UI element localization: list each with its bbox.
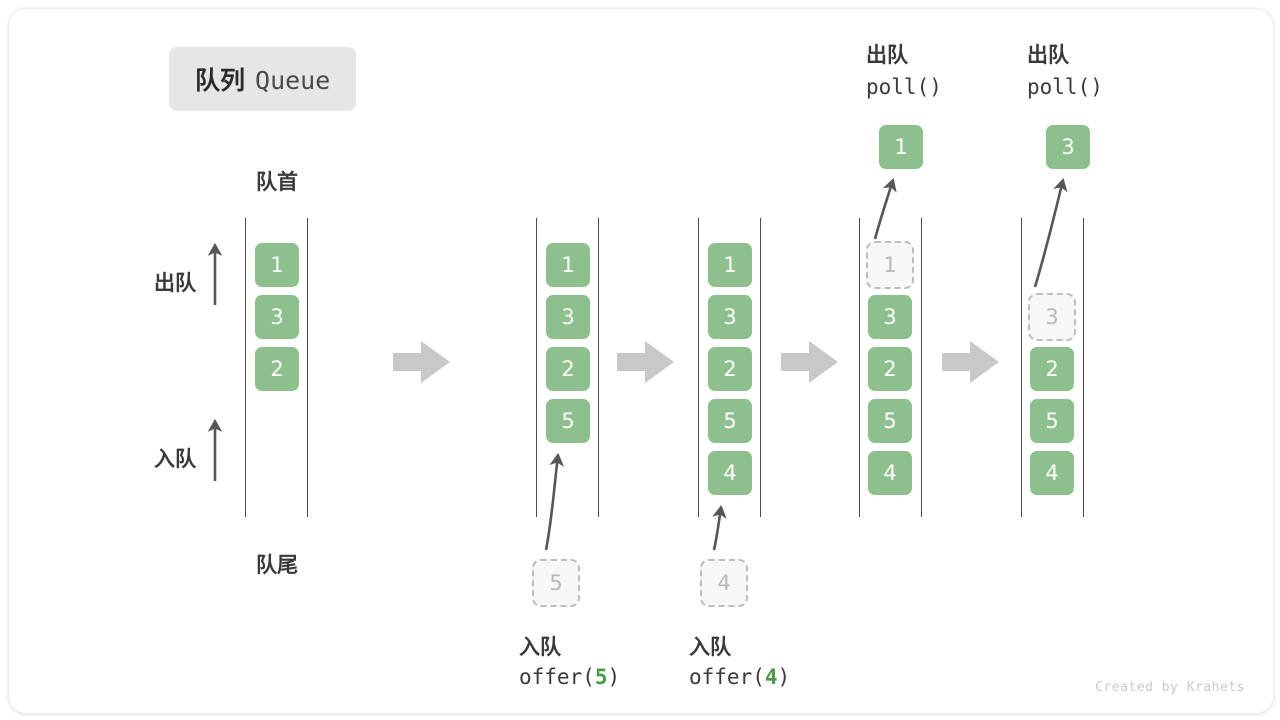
dequeue-op-call: poll() [866, 75, 942, 99]
transition-arrow-3 [781, 341, 838, 383]
queue-cell: 4 [1028, 449, 1076, 497]
queue-cell: 1 [706, 241, 754, 289]
queue-rail-left-5 [1021, 218, 1022, 517]
queue-cell: 3 [866, 293, 914, 341]
call-suffix: ) [777, 665, 791, 689]
call-prefix: offer( [519, 665, 595, 689]
dequeue-side-label: 出队 [154, 271, 196, 295]
queue-cell: 2 [866, 345, 914, 393]
queue-rail-right-4 [921, 218, 922, 517]
enqueue-op-label: 入队 [689, 635, 731, 659]
dequeue-extract-arrow-1 [873, 178, 897, 240]
call-value: 5 [594, 665, 608, 689]
incoming-ghost-cell: 4 [700, 559, 748, 607]
enqueue-side-label: 入队 [154, 447, 196, 471]
queue-cell: 1 [253, 241, 301, 289]
transition-arrow-4 [942, 341, 999, 383]
diagram-card: 队列 Queue 队首 队尾 出队 入队 1 3 2 1 3 2 5 5 入队 … [8, 8, 1274, 714]
enqueue-op-call: offer(4) [689, 665, 790, 689]
queue-rail-left-1 [245, 218, 246, 517]
dequeue-op-label: 出队 [866, 43, 908, 67]
queue-cell: 5 [866, 397, 914, 445]
watermark: Created by Krahets [1095, 680, 1245, 695]
call-value: 4 [764, 665, 778, 689]
queue-cell-new: 4 [706, 449, 754, 497]
queue-cell: 2 [544, 345, 592, 393]
enqueue-insert-arrow-5 [544, 452, 564, 551]
queue-cell: 4 [866, 449, 914, 497]
call-prefix: offer( [689, 665, 765, 689]
enqueue-op-label: 入队 [519, 635, 561, 659]
queue-cell: 2 [253, 345, 301, 393]
queue-rail-left-3 [698, 218, 699, 517]
queue-cell: 1 [544, 241, 592, 289]
incoming-ghost-cell: 5 [532, 559, 580, 607]
enqueue-op-call: offer(5) [519, 665, 620, 689]
queue-cell: 2 [706, 345, 754, 393]
queue-rail-right-2 [598, 218, 599, 517]
queue-cell: 5 [1028, 397, 1076, 445]
queue-rail-left-4 [859, 218, 860, 517]
queue-cell: 3 [706, 293, 754, 341]
dequeue-op-label: 出队 [1027, 43, 1069, 67]
transition-arrow-2 [617, 341, 674, 383]
queue-rail-right-3 [760, 218, 761, 517]
title-cn: 队列 [195, 66, 246, 95]
queue-front-label: 队首 [256, 170, 298, 194]
enqueue-insert-arrow-4 [712, 504, 727, 551]
queue-cell-new: 5 [544, 397, 592, 445]
popped-cell: 3 [1044, 123, 1092, 171]
queue-rail-right-5 [1083, 218, 1084, 517]
queue-rail-left-2 [536, 218, 537, 517]
call-suffix: ) [607, 665, 621, 689]
queue-rear-label: 队尾 [256, 553, 298, 577]
queue-cell-removed: 3 [1028, 293, 1076, 341]
diagram-title: 队列 Queue [169, 47, 357, 111]
title-en: Queue [255, 66, 331, 95]
popped-cell: 1 [877, 123, 925, 171]
queue-cell: 3 [253, 293, 301, 341]
dequeue-op-call: poll() [1027, 75, 1103, 99]
dequeue-extract-arrow-3 [1033, 177, 1068, 288]
queue-cell: 5 [706, 397, 754, 445]
queue-rail-right-1 [307, 218, 308, 517]
queue-cell: 2 [1028, 345, 1076, 393]
queue-cell: 3 [544, 293, 592, 341]
transition-arrow-1 [393, 341, 450, 383]
queue-cell-removed: 1 [866, 241, 914, 289]
